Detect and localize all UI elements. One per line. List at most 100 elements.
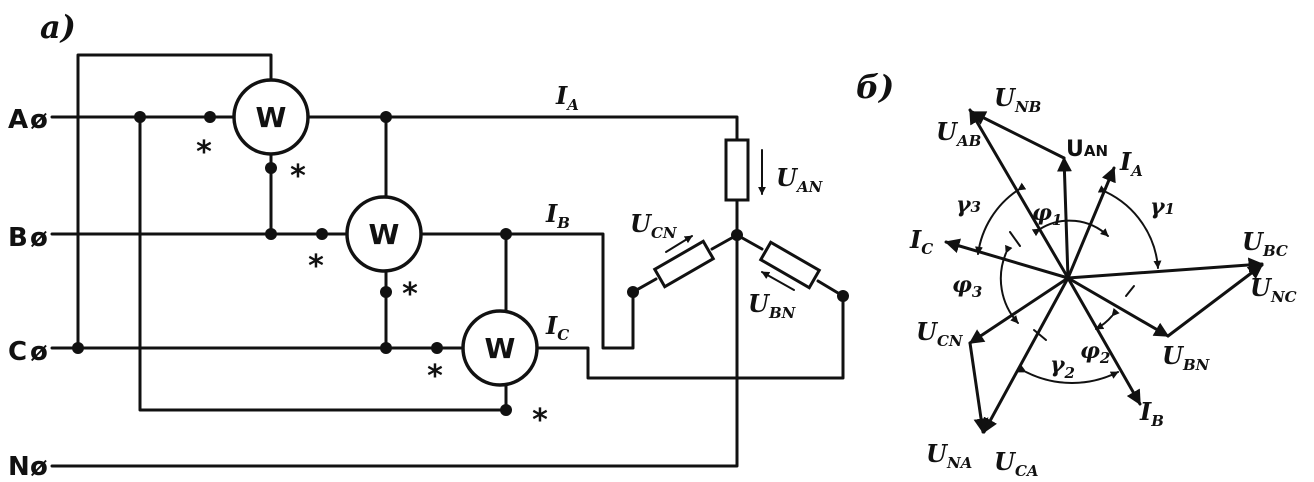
load-c-resistor — [652, 239, 716, 289]
junction-dot — [134, 111, 146, 123]
vector-u-an — [1056, 156, 1072, 280]
w3-voltage-loop — [138, 115, 508, 412]
vector-ticks — [1009, 231, 1135, 341]
circuit-wires — [50, 53, 845, 468]
phasor-panel: б) — [856, 68, 1297, 480]
terminal-n: N ø — [8, 452, 48, 482]
vector-tick — [1125, 285, 1135, 297]
junction-dot — [500, 404, 512, 416]
arc-gamma2 — [1017, 365, 1119, 384]
junction-dot — [265, 162, 277, 174]
terminal-a-letter: A — [8, 105, 28, 135]
star-mark: * — [308, 249, 324, 284]
junction-dot — [265, 228, 277, 240]
junction-dots — [72, 111, 849, 416]
angle-arcs — [975, 182, 1162, 384]
vector-u-nc — [1166, 263, 1264, 338]
vector-u-na — [968, 341, 989, 434]
junction-dot — [431, 342, 443, 354]
load-b-resistor — [758, 240, 822, 290]
terminal-c-letter: C — [8, 337, 27, 367]
current-ia-label: IA — [555, 81, 579, 114]
ucn-arrow — [665, 235, 693, 253]
load-a-resistor — [724, 138, 750, 202]
vector-u-bc — [1066, 257, 1264, 280]
terminal-a-symbol: ø — [30, 105, 48, 135]
label-i-b: IB — [1139, 397, 1164, 430]
junction-dot — [316, 228, 328, 240]
label-phi3: φ3 — [952, 272, 982, 301]
junction-dot — [627, 286, 639, 298]
wattmeter-1: W — [232, 78, 310, 156]
voltage-arrows — [665, 149, 795, 291]
terminal-b: B ø — [8, 223, 48, 253]
label-gamma2: γ2 — [1050, 352, 1075, 382]
label-phi2: φ2 — [1080, 338, 1110, 367]
line-c-output-wire — [537, 294, 845, 380]
w1-voltage-loop — [76, 53, 273, 350]
terminal-c: C ø — [8, 337, 48, 367]
terminal-b-letter: B — [8, 223, 28, 253]
wattmeter-3: W — [461, 309, 539, 387]
line-b-output-wire — [421, 232, 635, 350]
junction-dot — [837, 290, 849, 302]
load-resistors — [652, 138, 822, 290]
terminal-n-letter: N — [8, 452, 30, 482]
neutral-wire — [50, 233, 739, 468]
current-ib-label: IB — [545, 199, 570, 232]
voltage-ucn-label: UCN — [630, 209, 678, 242]
star-mark: * — [402, 277, 418, 312]
vector-u-nb — [970, 110, 1066, 160]
voltage-uan-label: UAN — [776, 163, 824, 196]
panel-a-label: a) — [40, 8, 76, 46]
vector-i-b — [1066, 276, 1142, 406]
vector-tick — [1009, 231, 1021, 247]
junction-dot — [500, 228, 512, 240]
star-mark: * — [427, 359, 443, 394]
vector-u-cn — [968, 276, 1070, 345]
label-u-na: UNA — [926, 439, 972, 472]
arc-gamma3 — [975, 182, 1027, 255]
label-i-c: IC — [909, 225, 933, 258]
label-u-nc: UNC — [1250, 273, 1297, 306]
wattmeter-3-body — [461, 309, 539, 387]
label-u-an: UAN — [1066, 137, 1108, 162]
junction-dot — [380, 286, 392, 298]
circuit-panel: a) A ø B ø C ø N ø — [8, 8, 849, 482]
terminal-n-symbol: ø — [30, 452, 48, 482]
label-u-cn: UCN — [916, 317, 964, 350]
junction-dot — [380, 342, 392, 354]
junction-dot — [72, 342, 84, 354]
arc-phi3 — [999, 244, 1019, 324]
junction-dot — [731, 229, 743, 241]
label-u-ab: UAB — [936, 117, 981, 150]
junction-dot — [380, 111, 392, 123]
wattmeter-2-body — [345, 195, 423, 273]
label-gamma1: γ1 — [1150, 194, 1175, 220]
wattmeter-1-symbol: W — [256, 101, 287, 134]
label-u-nb: UNB — [994, 83, 1041, 116]
vector-u-bn — [1066, 276, 1170, 338]
label-phi1: φ1 — [1032, 200, 1062, 229]
star-mark: * — [532, 403, 548, 438]
panel-b-label: б) — [856, 68, 894, 106]
voltage-ubn-label: UBN — [748, 289, 797, 322]
label-u-bc: UBC — [1242, 227, 1288, 260]
vector-tick — [1033, 329, 1047, 341]
current-ic-label: IC — [545, 311, 569, 344]
label-u-ca: UCA — [994, 447, 1039, 480]
wattmeter-2-symbol: W — [369, 218, 400, 251]
vector-u-ca — [982, 276, 1070, 434]
junction-dot — [204, 111, 216, 123]
label-i-a: IA — [1119, 147, 1143, 180]
line-a-output-wire — [307, 115, 739, 142]
arc-phi2 — [1095, 307, 1120, 330]
arc-gamma1 — [1097, 185, 1162, 269]
vector-i-a — [1066, 166, 1116, 280]
terminal-c-symbol: ø — [30, 337, 48, 367]
wattmeter-2: W — [345, 195, 423, 273]
wattmeter-1-body — [232, 78, 310, 156]
ubn-arrow — [761, 271, 795, 291]
